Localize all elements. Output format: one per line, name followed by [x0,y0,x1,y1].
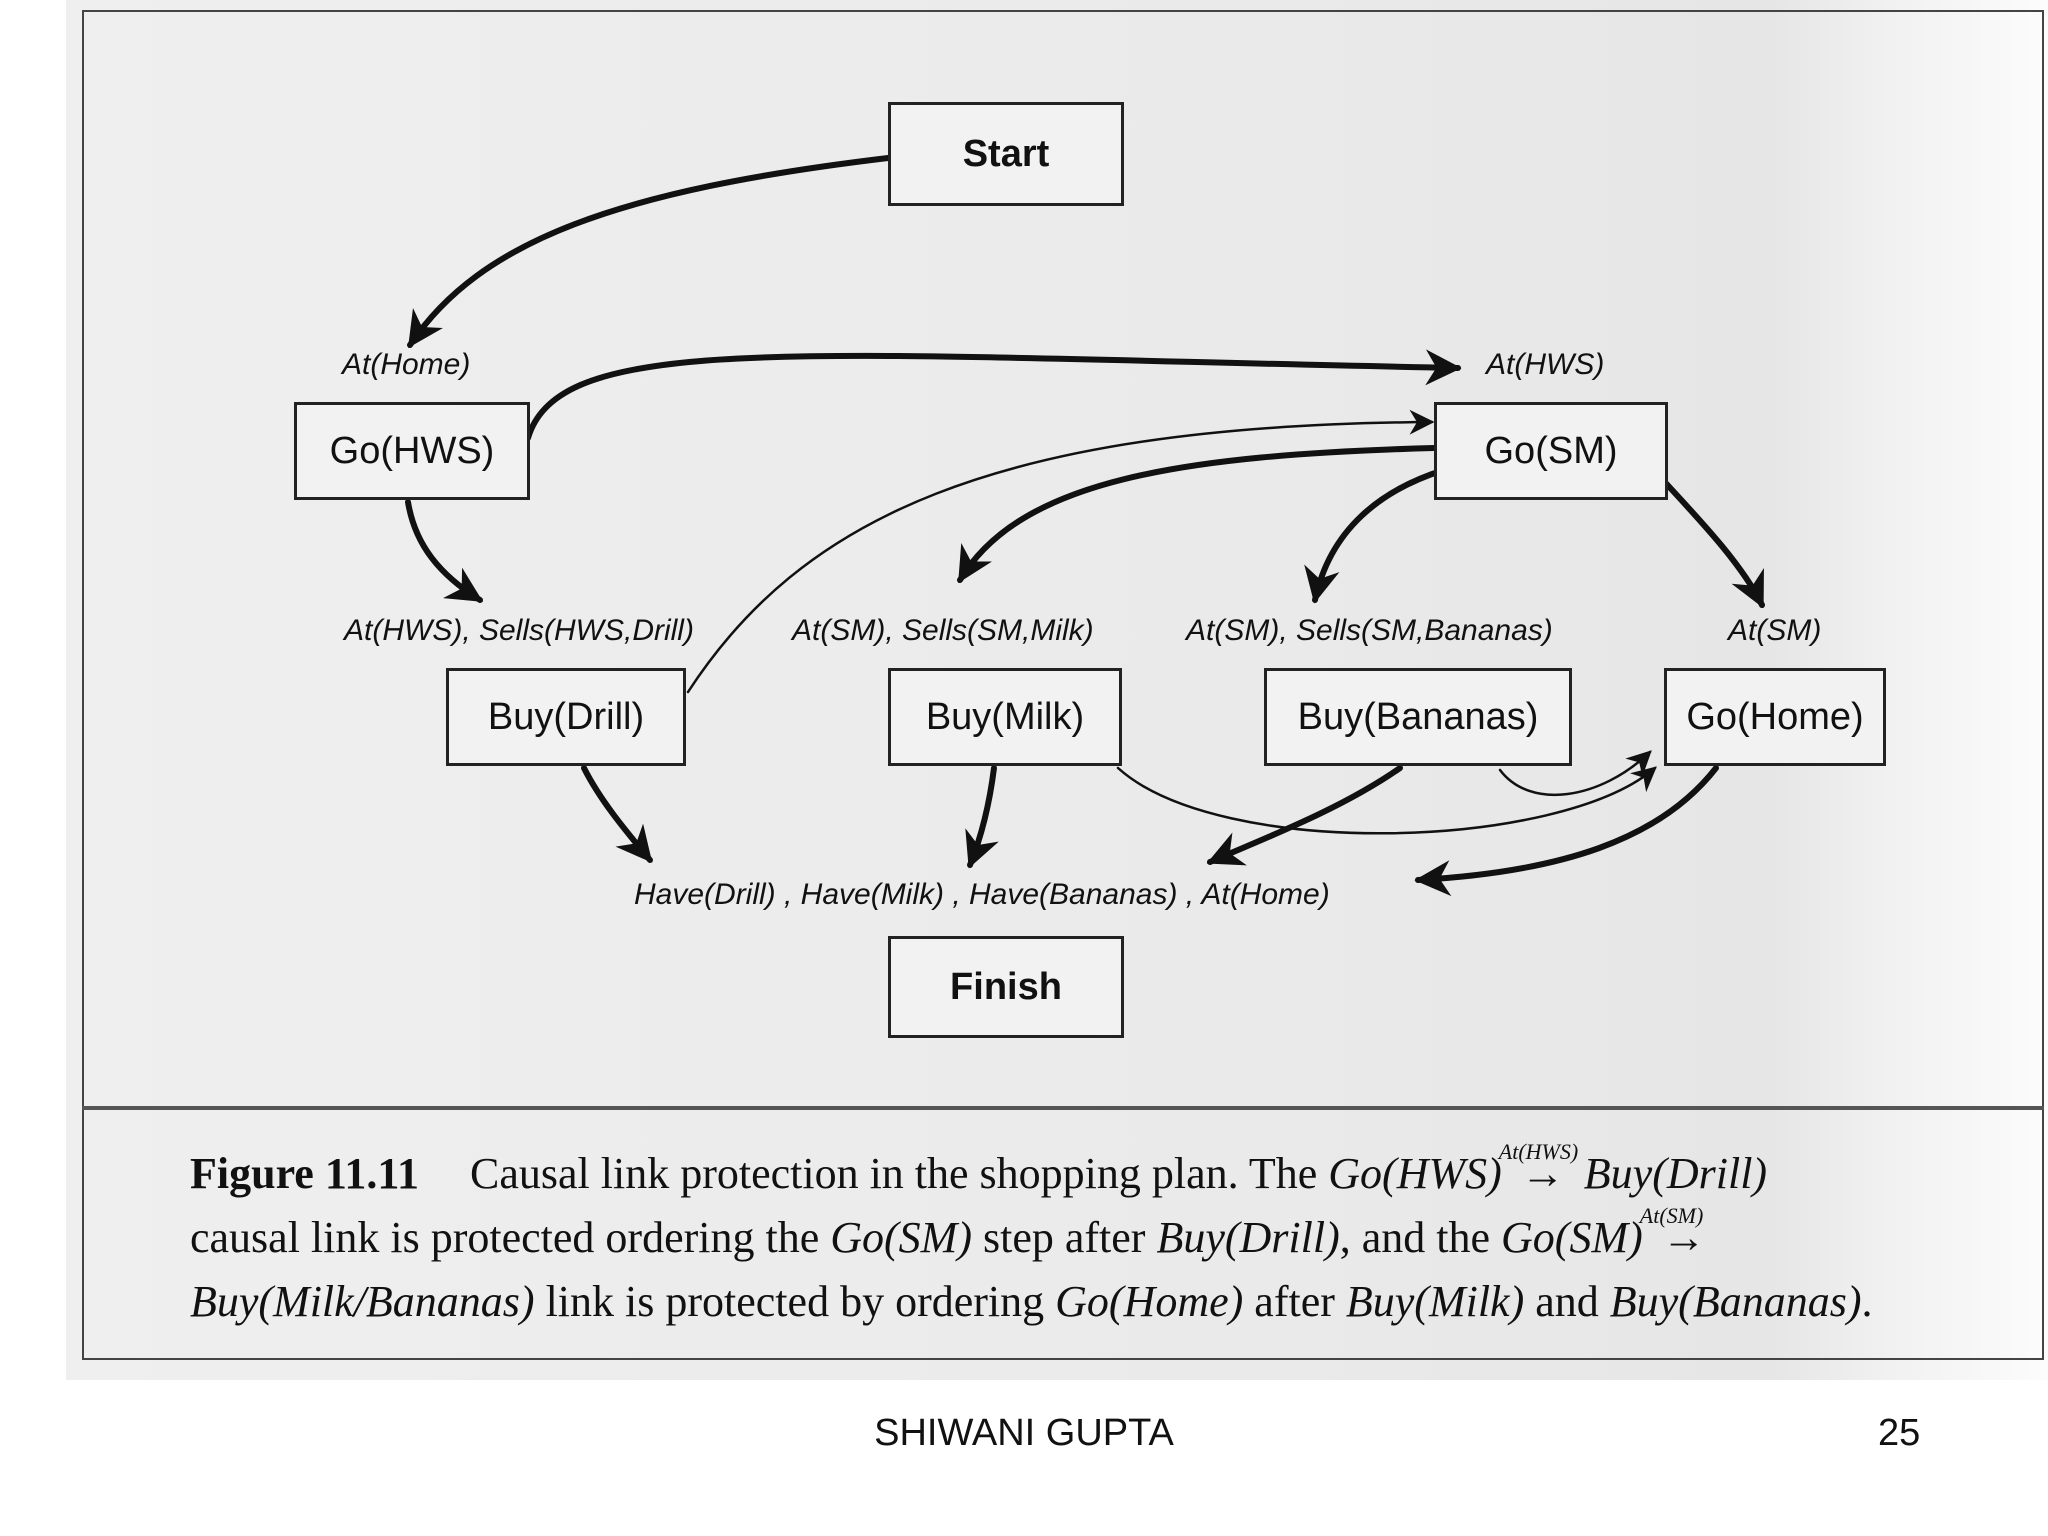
step-buy-milk: Buy(Milk) [888,668,1122,766]
caption-text: link is protected by ordering [545,1277,1045,1326]
caption-step-ref: Buy(Milk/Bananas) [190,1277,535,1326]
ordering-buy-milk-to-go-home [1116,766,1657,835]
link-start-to-at-home [407,155,891,348]
step-finish: Finish [888,936,1124,1038]
step-go-hws: Go(HWS) [294,402,530,500]
link-go-sm-to-buy-bananas [1304,467,1447,604]
diagram-arrows [405,155,1765,897]
caption-text: . [1861,1277,1873,1326]
figure-caption: Figure 11.11 Causal link protection in t… [190,1139,1990,1334]
precondition-buy-bananas: At(SM), Sells(SM,Bananas) [1186,614,1553,647]
step-buy-bananas: Buy(Bananas) [1264,668,1572,766]
step-buy-drill: Buy(Drill) [446,668,686,766]
caption-step-ref: Go(SM) [1501,1213,1643,1262]
caption-step-ref: Go(Home) [1055,1277,1244,1326]
caption-text: causal link is protected ordering the [190,1213,820,1262]
goal-conditions: Have(Drill) , Have(Milk) , Have(Bananas)… [634,878,1330,911]
precondition-buy-milk: At(SM), Sells(SM,Milk) [792,614,1094,647]
link-go-sm-to-buy-milk [957,445,1437,584]
slide-number: 25 [1878,1412,1921,1454]
link-buy-drill-to-goal [581,765,653,863]
caption-text: and [1535,1277,1599,1326]
precondition-go-home: At(SM) [1728,614,1822,647]
precondition-buy-drill: At(HWS), Sells(HWS,Drill) [344,614,694,647]
effect-at-home: At(Home) [342,348,471,381]
step-go-sm: Go(SM) [1434,402,1668,500]
ordering-buy-drill-to-go-sm [686,409,1435,694]
caption-step-ref: Buy(Milk) [1345,1277,1525,1326]
causal-link-label: At(SM) [1639,1203,1704,1228]
caption-step-ref: Buy(Drill) [1583,1149,1768,1198]
caption-line-3: Buy(Milk/Bananas) link is protected by o… [190,1270,1990,1334]
link-go-home-to-goal [1414,765,1719,897]
link-buy-bananas-to-goal [1206,765,1403,866]
caption-line-1: Figure 11.11 Causal link protection in t… [190,1139,1990,1206]
caption-text: Causal link protection in the shopping p… [469,1149,1318,1198]
caption-divider [82,1106,2044,1110]
caption-text: after [1254,1277,1335,1326]
figure-label: Figure 11.11 [190,1149,419,1198]
figure-frame [82,10,2044,1360]
caption-step-ref: Buy(Bananas) [1609,1277,1862,1326]
causal-link-arrow: →At(SM) [1640,1203,1714,1270]
caption-step-ref: Go(HWS) [1328,1149,1502,1198]
slide-author: SHIWANI GUPTA [874,1412,1174,1454]
step-start: Start [888,102,1124,206]
link-buy-milk-to-goal [965,765,999,869]
effect-at-hws: At(HWS) [1486,348,1605,381]
step-go-home: Go(Home) [1664,668,1886,766]
ordering-buy-bananas-to-go-home [1498,750,1652,797]
caption-step-ref: Go(SM) [830,1213,972,1262]
caption-text: step after [982,1213,1146,1262]
link-go-hws-to-at-hws [525,349,1462,441]
caption-text: , and the [1339,1213,1491,1262]
caption-step-ref: Buy(Drill) [1156,1213,1340,1262]
link-go-hws-to-buy-drill [405,499,484,603]
causal-link-arrow: →At(HWS) [1499,1139,1578,1206]
caption-line-2: causal link is protected ordering the Go… [190,1203,1990,1270]
causal-link-label: At(HWS) [1498,1139,1579,1164]
